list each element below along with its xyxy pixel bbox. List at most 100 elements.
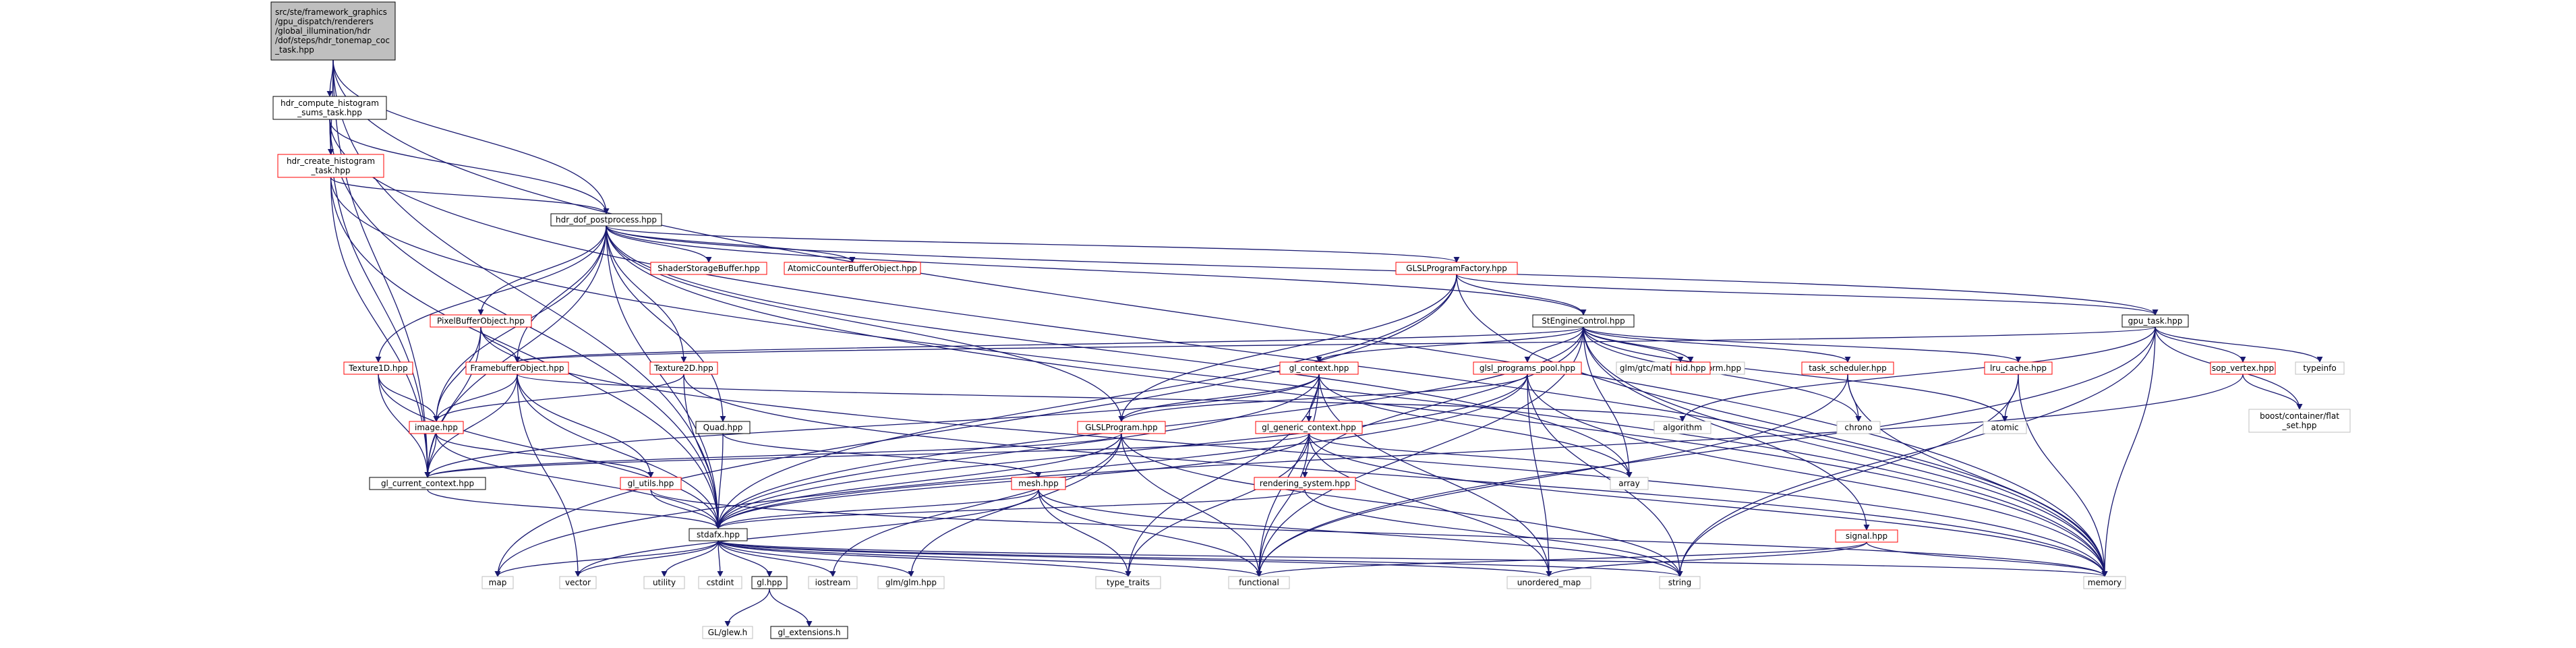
edge-gl_utils-to-memory <box>650 489 2108 577</box>
edge-fbo-to-image <box>433 374 518 422</box>
edge-image-to-stdafx <box>436 433 722 529</box>
node-tex2d[interactable]: Texture2D.hpp <box>649 361 718 375</box>
node-gl-utils[interactable]: gl_utils.hpp <box>620 477 682 490</box>
edge-signal-to-memory <box>1866 541 2108 577</box>
node-algorithm: algorithm <box>1653 421 1711 434</box>
edge-stdafx-to-unordered_map <box>718 540 1552 577</box>
node-box <box>272 96 387 120</box>
node-gl-current[interactable]: gl_current_context.hpp <box>369 477 486 490</box>
node-acbo[interactable]: AtomicCounterBufferObject.hpp <box>784 262 921 275</box>
edge-quad-to-stdafx <box>715 433 724 529</box>
node-label: task_scheduler.hpp <box>1809 363 1887 373</box>
node-glslprogram[interactable]: GLSLProgram.hpp <box>1077 421 1166 434</box>
node-hid[interactable]: hid.hpp <box>1670 361 1711 375</box>
node-box <box>343 361 413 375</box>
node-box <box>643 576 685 589</box>
node-box <box>1279 361 1359 375</box>
edge-mesh-to-stdafx <box>715 489 1039 529</box>
node-hist-sums[interactable]: hdr_compute_histogram_sums_task.hpp <box>272 96 387 120</box>
node-postprocess[interactable]: hdr_dof_postprocess.hpp <box>550 213 662 227</box>
edge-mesh-to-vector <box>575 489 1039 577</box>
node-glm-glm: glm/glm.hpp <box>877 576 945 589</box>
edge-glsl_pool-to-stdafx <box>715 374 1528 529</box>
node-fbo[interactable]: FramebufferObject.hpp <box>465 361 569 375</box>
node-ssbo[interactable]: ShaderStorageBuffer.hpp <box>650 262 767 275</box>
edge-ste_engine-to-task_sched <box>1583 326 1851 363</box>
node-label: chrono <box>1844 423 1872 432</box>
node-box <box>1473 361 1582 375</box>
node-image[interactable]: image.hpp <box>409 421 464 434</box>
node-box <box>689 528 748 541</box>
edge-mesh-to-type_traits <box>1038 489 1132 577</box>
node-box <box>369 477 486 490</box>
node-mesh[interactable]: mesh.hpp <box>1011 477 1066 490</box>
node-label: hdr_create_histogram_task.hpp <box>287 156 375 175</box>
node-signal[interactable]: signal.hpp <box>1835 529 1898 543</box>
edge-stdafx-to-utility <box>661 540 719 577</box>
edge-image-to-gl_current <box>424 433 437 478</box>
edge-gl_context-to-array <box>1318 374 1633 478</box>
node-box <box>695 421 751 434</box>
node-label: hid.hpp <box>1675 363 1705 373</box>
node-box <box>550 213 662 227</box>
node-box <box>277 154 384 178</box>
node-box <box>1653 421 1711 434</box>
edge-glslfactory-to-memory <box>1456 274 2108 577</box>
edge-task_sched-to-functional <box>1256 374 1848 577</box>
node-box <box>270 1 396 61</box>
node-hist-create[interactable]: hdr_create_histogram_task.hpp <box>277 154 384 178</box>
node-gpu-task[interactable]: gpu_task.hpp <box>2121 314 2189 328</box>
node-label: stdafx.hpp <box>697 530 740 539</box>
edge-hist_sums-to-memory <box>329 119 2108 577</box>
node-task-sched[interactable]: task_scheduler.hpp <box>1801 361 1894 375</box>
node-box <box>1011 477 1066 490</box>
edge-stdafx-to-cstdint <box>717 540 724 577</box>
node-box <box>1835 529 1898 543</box>
node-box <box>1077 421 1166 434</box>
node-ste-engine[interactable]: StEngineControl.hpp <box>1532 314 1635 328</box>
edge-glslfactory-to-gpu_task <box>1456 274 2159 316</box>
node-glsl-pool[interactable]: glsl_programs_pool.hpp <box>1473 361 1582 375</box>
node-gl-generic[interactable]: gl_generic_context.hpp <box>1255 421 1363 434</box>
edge-hist_create-to-stdafx <box>330 177 722 529</box>
node-tex1d[interactable]: Texture1D.hpp <box>343 361 413 375</box>
node-label: GLSLProgramFactory.hpp <box>1406 264 1507 273</box>
edge-stdafx-to-type_traits <box>718 540 1132 577</box>
edge-root-to-postprocess <box>332 59 610 214</box>
node-box <box>481 576 514 589</box>
node-box <box>1670 361 1711 375</box>
edge-lru-to-memory <box>2018 374 2108 577</box>
node-gl-ext[interactable]: gl_extensions.h <box>770 626 848 639</box>
node-label: unordered_map <box>1517 578 1581 587</box>
edge-gl-to-glew <box>724 588 770 627</box>
node-box <box>2210 361 2276 375</box>
node-glslfactory[interactable]: GLSLProgramFactory.hpp <box>1395 262 1518 275</box>
edge-gpu_task-to-string <box>1676 326 2156 577</box>
node-rendering[interactable]: rendering_system.hpp <box>1254 477 1356 490</box>
node-label: PixelBufferObject.hpp <box>437 316 525 326</box>
node-quad[interactable]: Quad.hpp <box>695 421 751 434</box>
node-pbo[interactable]: PixelBufferObject.hpp <box>430 314 532 328</box>
node-gl[interactable]: gl.hpp <box>751 576 788 589</box>
node-label: signal.hpp <box>1846 531 1887 541</box>
node-box <box>1254 477 1356 490</box>
node-label: string <box>1668 578 1691 587</box>
node-cstdint: cstdint <box>698 576 742 589</box>
edge-glslfactory-to-ste_engine <box>1456 274 1587 316</box>
node-label: hdr_compute_histogram_sums_task.hpp <box>281 98 379 117</box>
node-label: cstdint <box>707 578 734 587</box>
node-label: gl_extensions.h <box>778 628 840 637</box>
edge-sop-to-boost_flat <box>2242 374 2303 410</box>
node-box <box>784 262 921 275</box>
edge-stdafx-to-glm_glm <box>718 540 914 577</box>
node-label: functional <box>1239 578 1279 587</box>
node-lru[interactable]: lru_cache.hpp <box>1984 361 2053 375</box>
node-label: gl_generic_context.hpp <box>1262 423 1356 432</box>
edge-gl_generic-to-type_traits <box>1125 433 1310 577</box>
node-gl-context[interactable]: gl_context.hpp <box>1279 361 1359 375</box>
edge-task_sched-to-memory <box>1847 374 2108 577</box>
node-box <box>770 626 848 639</box>
node-sop[interactable]: sop_vertex.hpp <box>2210 361 2276 375</box>
node-box <box>698 576 742 589</box>
node-stdafx[interactable]: stdafx.hpp <box>689 528 748 541</box>
